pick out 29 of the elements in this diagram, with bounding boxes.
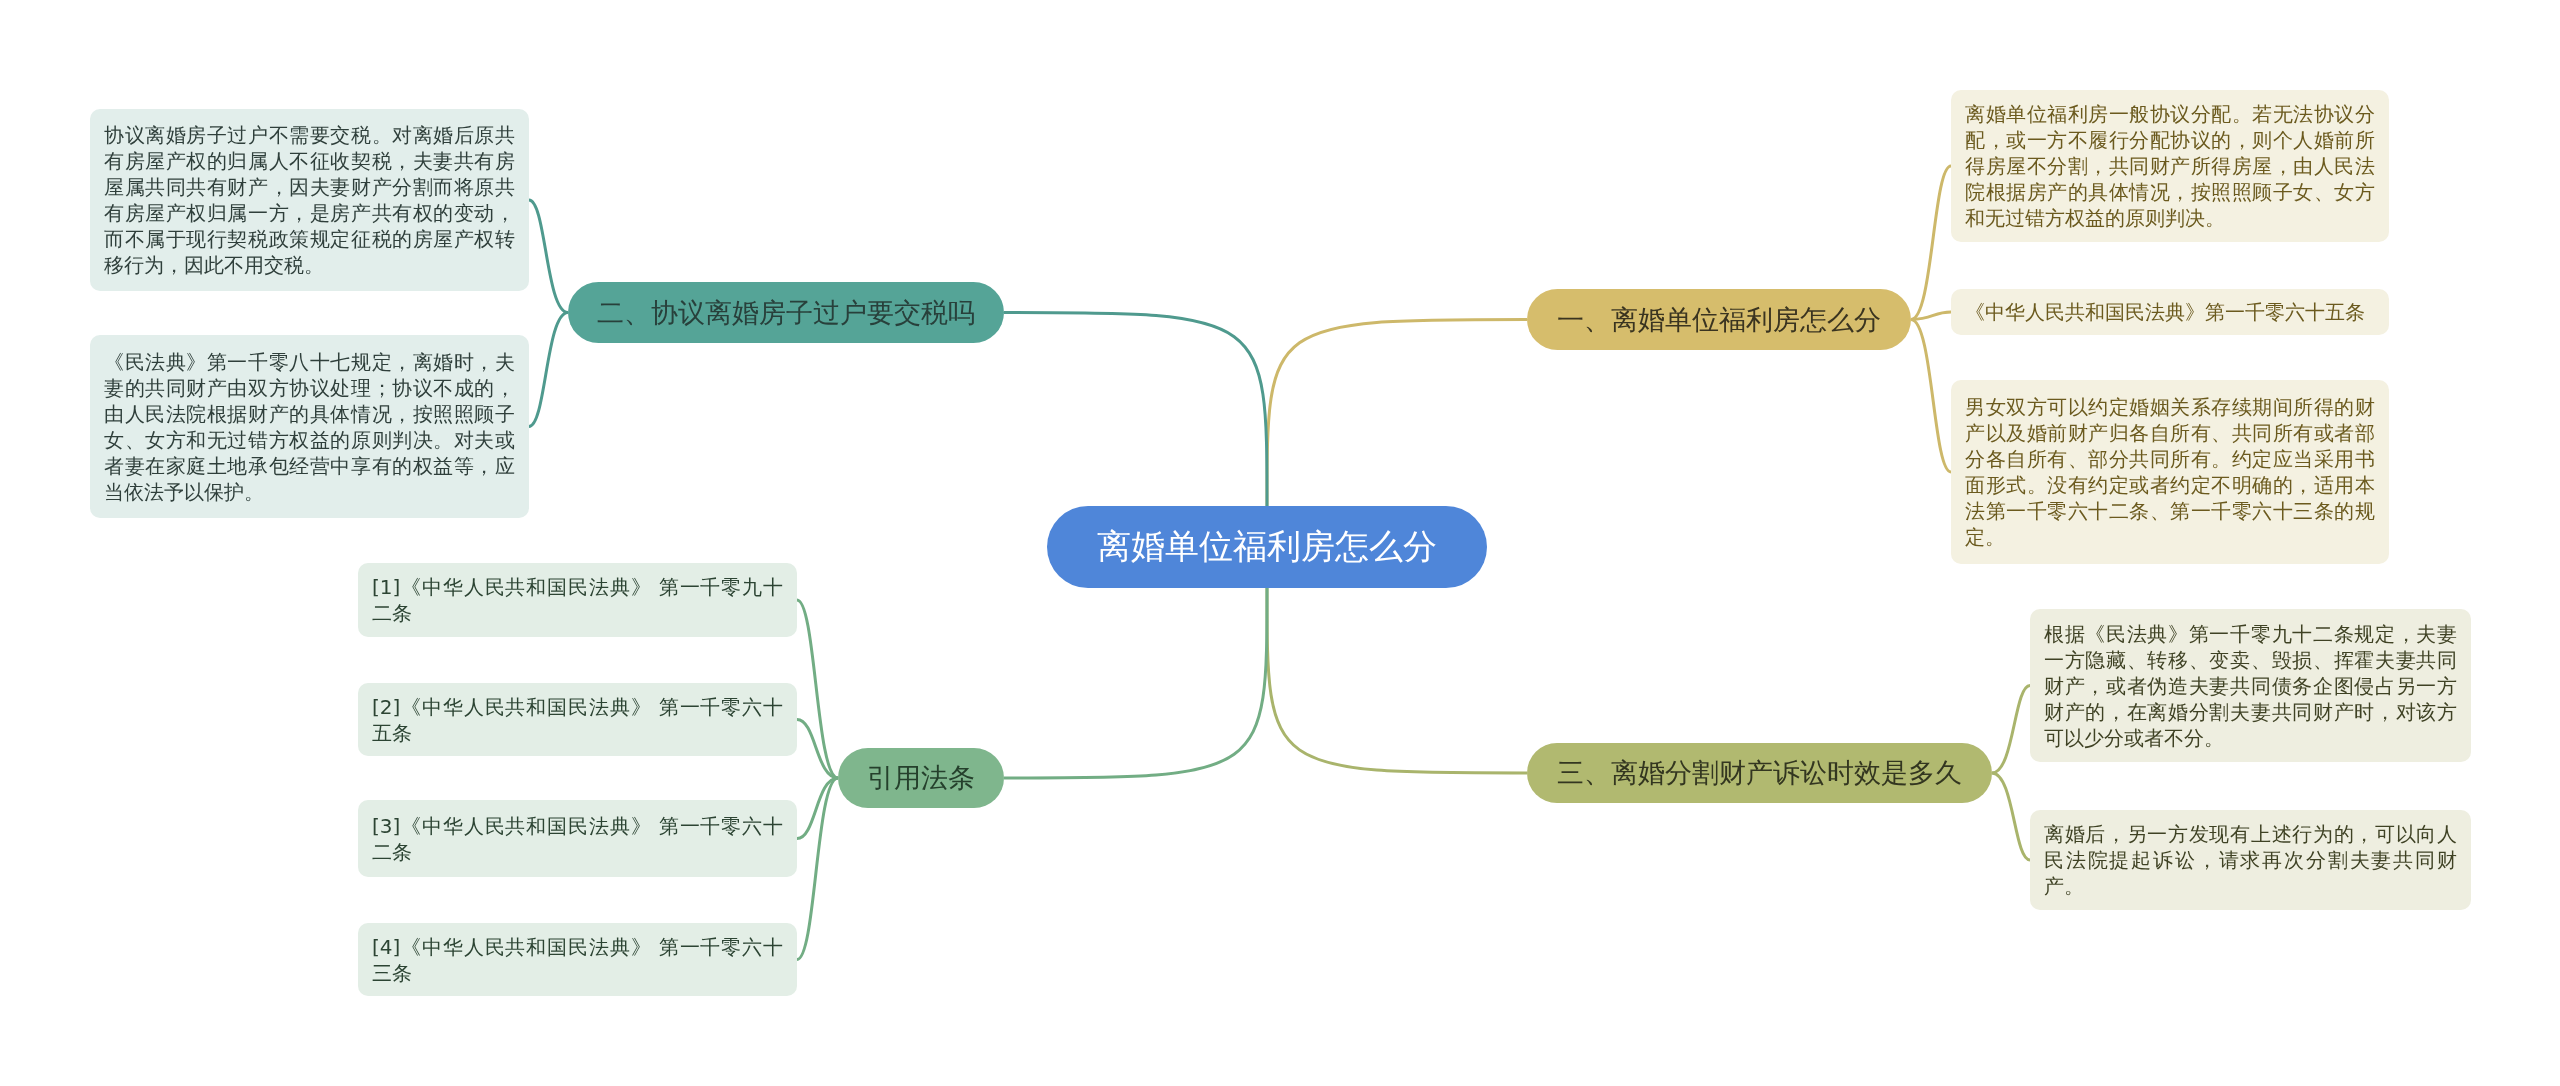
topic-pill: 二、协议离婚房子过户要交税吗 xyxy=(568,282,1004,343)
connector-line xyxy=(1910,164,1952,321)
connector-line xyxy=(1265,318,1527,506)
note-card: 《中华人民共和国民法典》第一千零六十五条 xyxy=(1951,289,2389,335)
note-card: 离婚单位福利房一般协议分配。若无法协议分配，或一方不履行分配协议的，则个人婚前所得房屋不分割，共同财产所得房屋，由人民法院根据房产的具体情况，按照照顾子女、女方和无过错方权益的原则判决。 xyxy=(1951,90,2389,242)
connector-line xyxy=(1265,588,1527,775)
note-card: [4]《中华人民共和国民法典》 第一千零六十三条 xyxy=(358,923,797,996)
connector-line xyxy=(1004,311,1269,506)
connector-line xyxy=(1004,588,1269,780)
connector-line xyxy=(796,718,839,780)
note-card: 协议离婚房子过户不需要交税。对离婚后原共有房屋产权的归属人不征收契税，夫妻共有房屋属共同共有财产，因夫妻财产分割而将原共有房屋产权归属一方，是房产共有权的变动，而不属于现行契税政策规定征税的房屋产权转移行为，因此不用交税。 xyxy=(90,109,529,291)
central-topic: 离婚单位福利房怎么分 xyxy=(1047,506,1487,588)
connector-line xyxy=(1910,318,1952,474)
note-card: [3]《中华人民共和国民法典》 第一千零六十二条 xyxy=(358,800,797,877)
note-card: 《民法典》第一千零八十七规定，离婚时，夫妻的共同财产由双方协议处理；协议不成的，由人民法院根据财产的具体情况，按照照顾子女、女方和无过错方权益的原则判决。对夫或者妻在家庭土地承包经营中享有的权益等，应当依法予以保护。 xyxy=(90,335,529,518)
note-card: [2]《中华人民共和国民法典》 第一千零六十五条 xyxy=(358,683,797,756)
topic-pill: 一、离婚单位福利房怎么分 xyxy=(1527,289,1911,350)
connector-line xyxy=(528,311,569,428)
note-card: 根据《民法典》第一千零九十二条规定，夫妻一方隐藏、转移、变卖、毁损、挥霍夫妻共同财产，或者伪造夫妻共同债务企图侵占另一方财产的，在离婚分割夫妻共同财产时，对该方可以少分或者不分。 xyxy=(2030,609,2471,762)
connector-line xyxy=(796,776,839,961)
topic-pill: 引用法条 xyxy=(838,748,1004,808)
connector-line xyxy=(1991,684,2031,775)
note-card: 男女双方可以约定婚姻关系存续期间所得的财产以及婚前财产归各自所有、共同所有或者部分各自所有、部分共同所有。约定应当采用书面形式。没有约定或者约定不明确的，适用本法第一千零六十二条、第一千零六十三条的规定。 xyxy=(1951,380,2389,564)
connector-line xyxy=(528,198,569,314)
note-card: [1]《中华人民共和国民法典》 第一千零九十二条 xyxy=(358,563,797,637)
connector-line xyxy=(1910,310,1952,321)
topic-pill: 三、离婚分割财产诉讼时效是多久 xyxy=(1527,743,1992,803)
note-card: 离婚后，另一方发现有上述行为的，可以向人民法院提起诉讼，请求再次分割夫妻共同财产。 xyxy=(2030,810,2471,910)
connector-line xyxy=(1991,771,2031,862)
